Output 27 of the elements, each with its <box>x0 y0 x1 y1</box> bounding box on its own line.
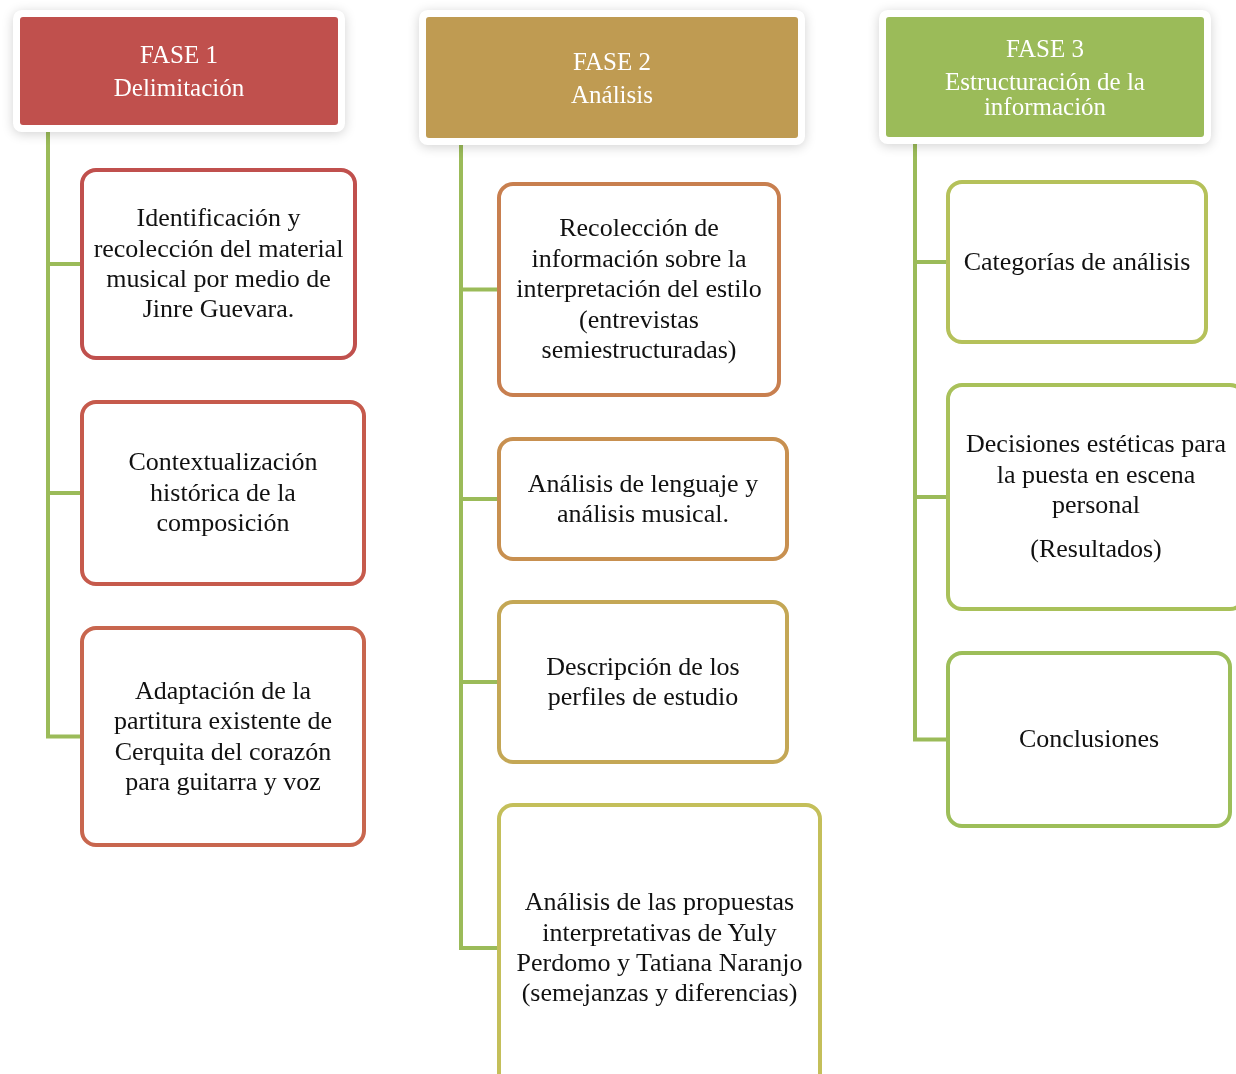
phase-number: FASE 2 <box>573 48 651 74</box>
step-box <box>946 651 1232 828</box>
step-text: Identificación y recolección del material musical por medio de Jinre Guevara. <box>92 203 345 325</box>
step-text: (Resultados) <box>1030 534 1162 565</box>
step-text: Adaptación de la partitura existente de Cerquita del corazón para guitarra y voz <box>113 675 333 798</box>
step-box <box>497 803 822 1074</box>
step-box <box>497 182 781 397</box>
step-text: Descripción de los perfiles de estudio <box>545 651 741 713</box>
step-text: Categorías de análisis <box>963 246 1191 278</box>
phase-title: Delimitación <box>113 75 245 100</box>
step-text: Análisis de lenguaje y análisis musical. <box>526 468 760 530</box>
step-box <box>80 168 357 360</box>
phase-title: Análisis <box>571 81 653 107</box>
phase-number: FASE 1 <box>140 42 218 67</box>
step-box <box>946 383 1236 611</box>
step-box <box>80 626 366 847</box>
step-text: Contextualización histórica de la composición <box>127 447 319 539</box>
step-box <box>497 437 789 561</box>
phase-title: Estructuración de la información <box>944 68 1146 119</box>
step-box <box>497 600 789 764</box>
step-box <box>80 400 366 586</box>
step-text: Conclusiones <box>1018 724 1160 755</box>
step-text: Análisis de las propuestas interpretativas de Yuly Perdomo y Tatiana Naranjo (semejanzas y diferencias) <box>515 887 804 1009</box>
step-text: Decisiones estéticas para la puesta en escena personal <box>965 429 1227 521</box>
step-box <box>946 180 1208 344</box>
step-text: Recolección de información sobre la interpretación del estilo (entrevistas semiestructuradas) <box>515 213 763 366</box>
phase-number: FASE 3 <box>1006 35 1084 61</box>
